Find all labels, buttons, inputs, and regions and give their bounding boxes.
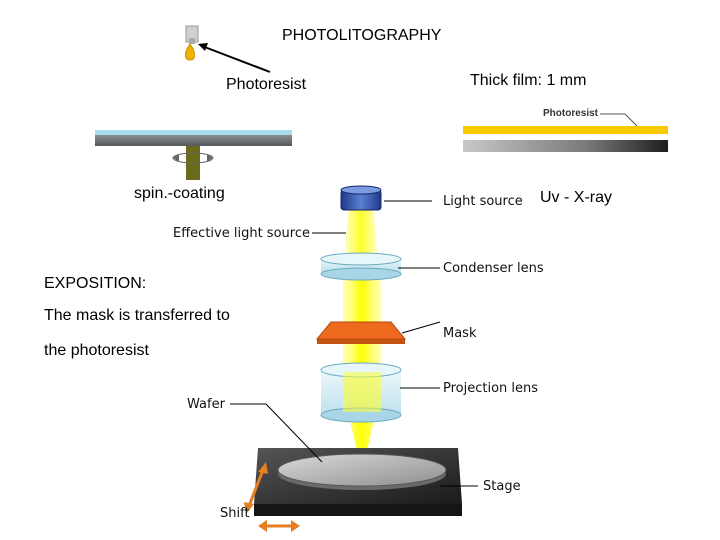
inset-photoresist-label: Photoresist <box>543 108 599 119</box>
page-title: PHOTOLITOGRAPHY <box>282 27 442 44</box>
dispenser-icon <box>185 25 199 61</box>
effective-light-source-label: Effective light source <box>173 226 310 241</box>
projection-lens <box>320 362 402 423</box>
condenser-lens <box>320 252 402 281</box>
shift-arrows <box>244 462 300 532</box>
exposition-line-1: The mask is transferred to <box>44 307 230 324</box>
exposition-heading: EXPOSITION: <box>44 275 147 292</box>
shift-label: Shift <box>220 506 250 521</box>
spin-coating-wafer <box>95 130 292 180</box>
label-leader-lines <box>230 200 478 487</box>
condenser-lens-label: Condenser lens <box>443 261 544 276</box>
projection-lens-label: Projection lens <box>443 381 539 396</box>
wafer-disc <box>277 453 447 490</box>
stage-label: Stage <box>483 479 521 494</box>
photoresist-label: Photoresist <box>226 76 307 93</box>
light-source-label: Light source <box>443 194 523 209</box>
light-source-lamp <box>340 185 382 211</box>
uv-xray-label: Uv - X-ray <box>540 189 612 206</box>
thick-film-inset <box>463 113 668 152</box>
photoresist-pointer-arrow <box>198 43 271 73</box>
mask-plate <box>315 321 407 344</box>
wafer-label: Wafer <box>187 397 225 412</box>
spin-coating-label: spin.-coating <box>134 185 225 202</box>
thick-film-label: Thick film: 1 mm <box>470 72 587 89</box>
exposition-line-2: the photoresist <box>44 342 149 359</box>
mask-label: Mask <box>443 326 477 341</box>
